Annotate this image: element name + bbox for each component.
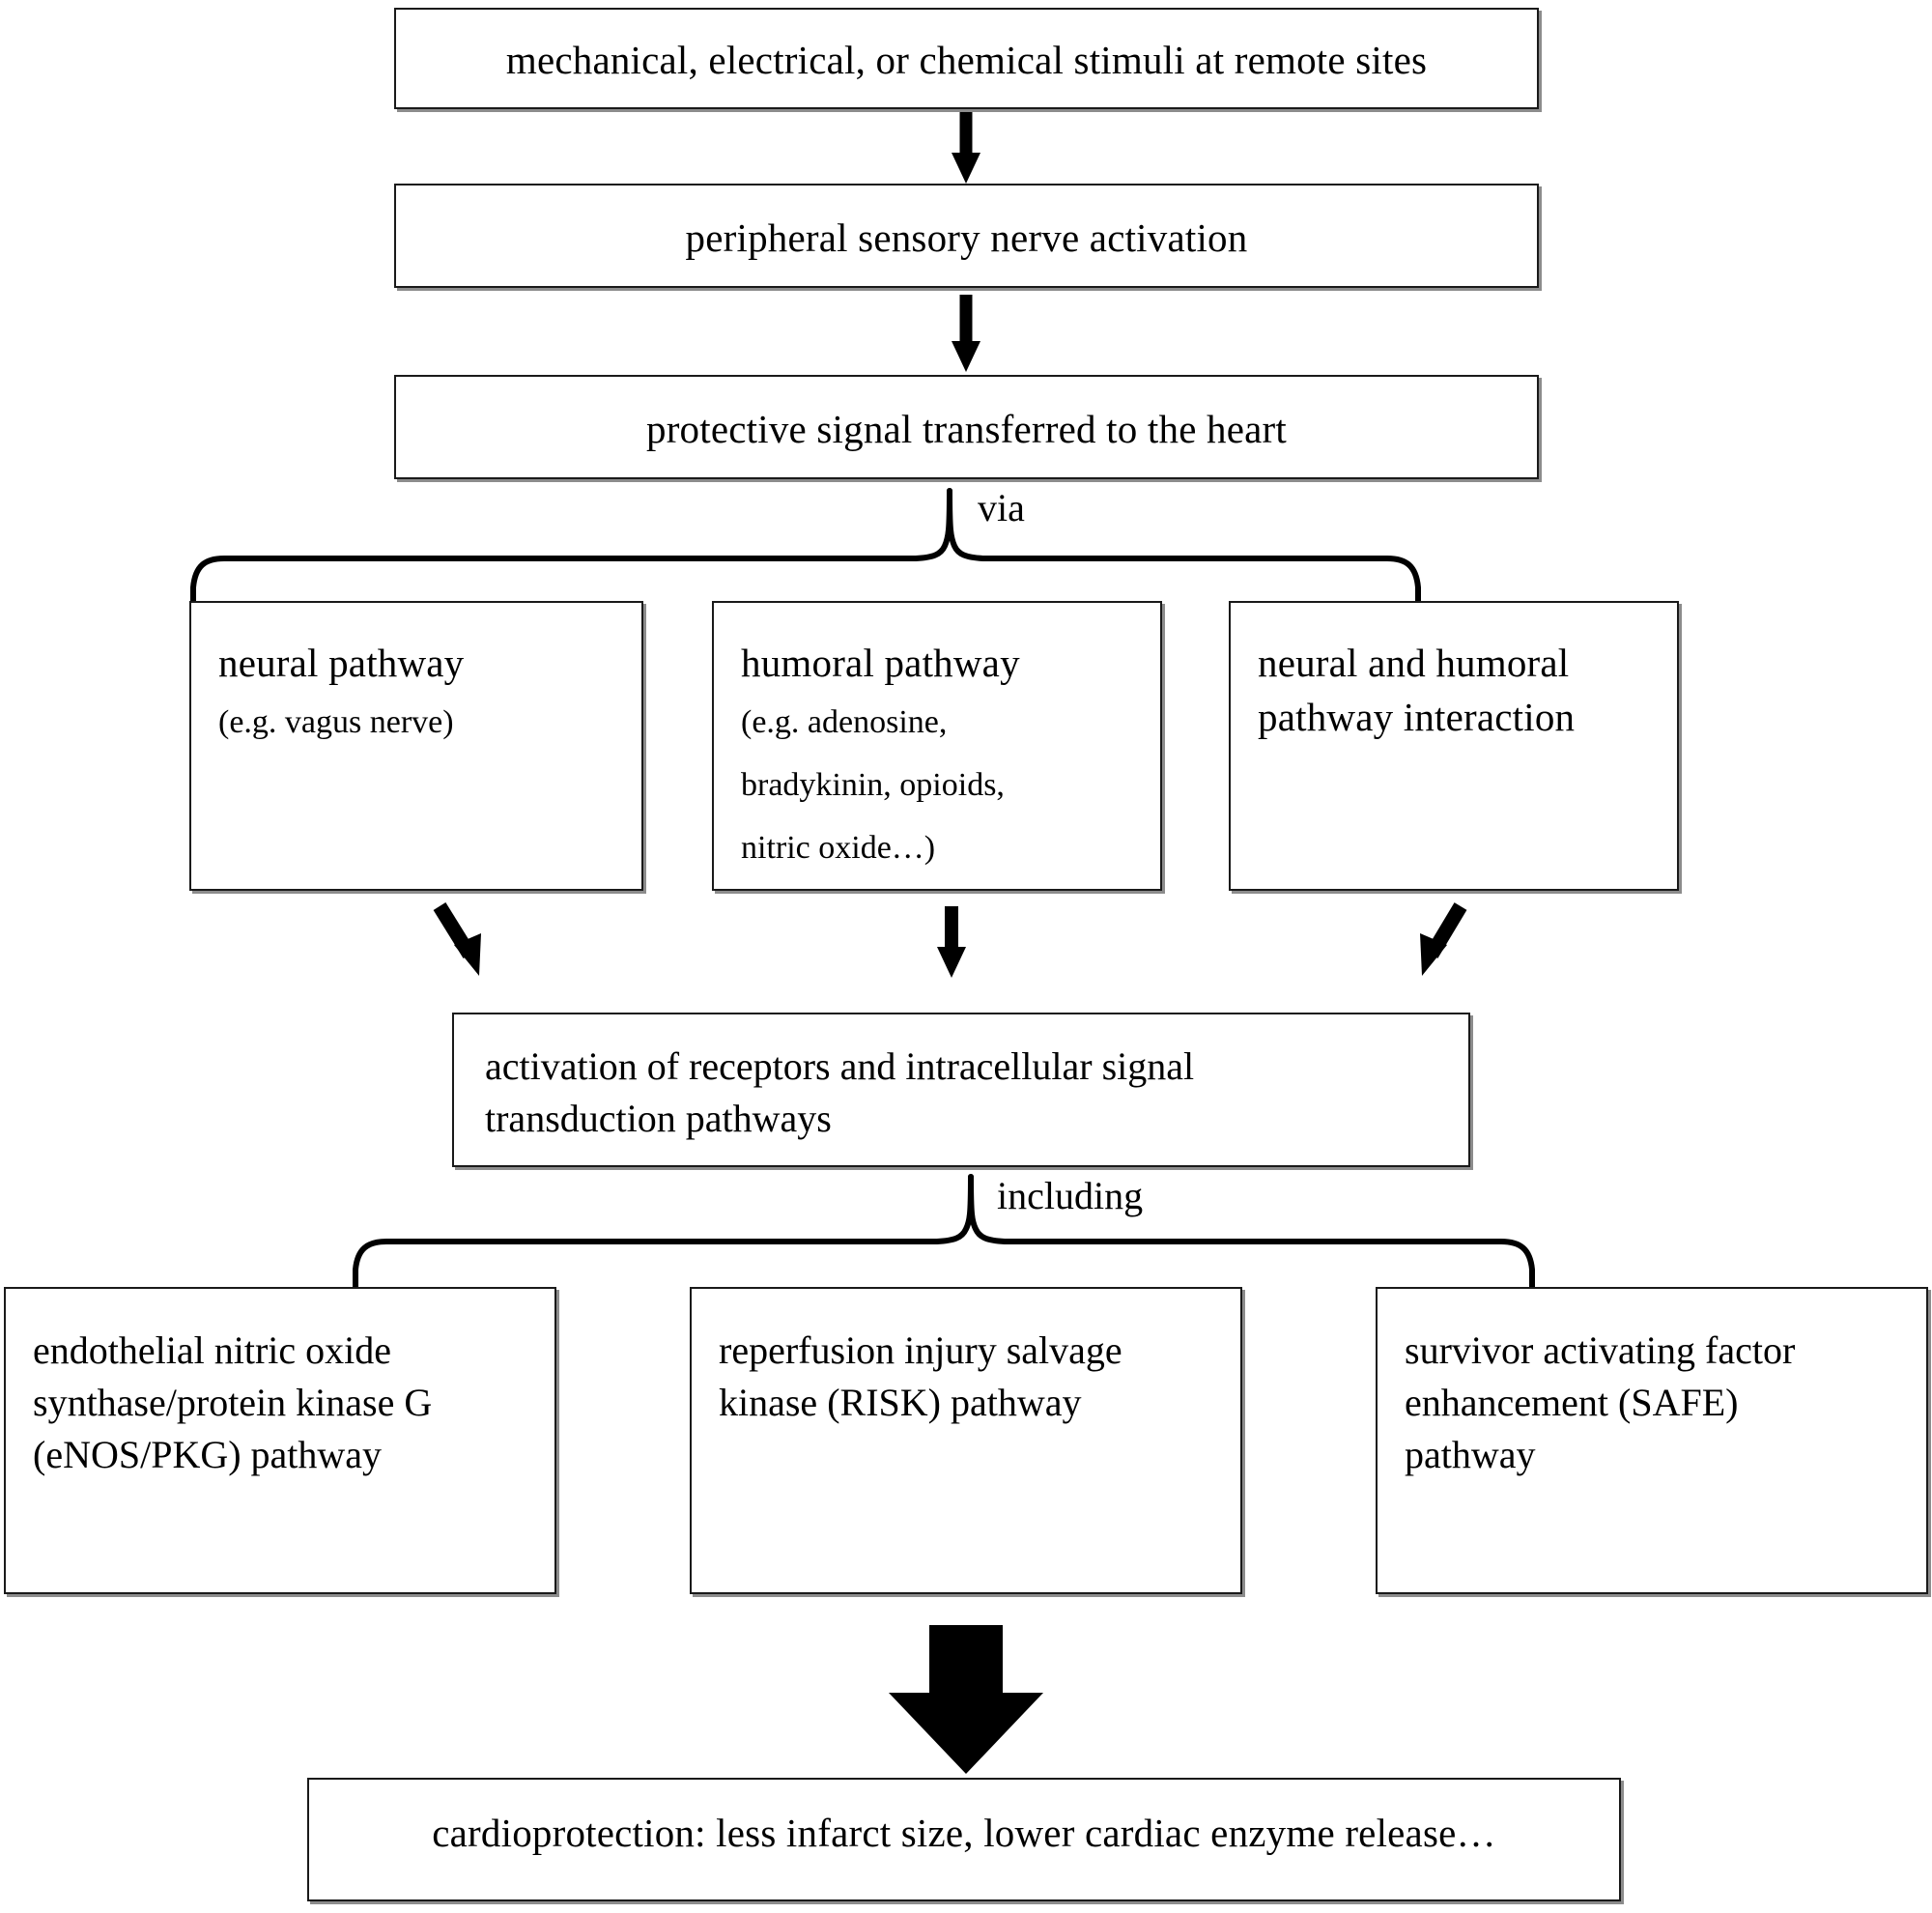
connector-label-via: via — [978, 486, 1025, 529]
node-safe-pathway[interactable]: survivor activating factor enhancement (… — [1376, 1287, 1928, 1594]
node-enos-pathway-line1: endothelial nitric oxide — [33, 1328, 391, 1372]
arrow-interaction-to-activation — [1420, 902, 1467, 976]
node-outcome-text: cardioprotection: less infarct size, low… — [432, 1811, 1496, 1855]
arrow-sensory-to-transfer — [952, 295, 980, 372]
node-neural-pathway-title: neural pathway — [218, 641, 465, 685]
brace-via — [190, 488, 1421, 617]
node-neural-pathway[interactable]: neural pathway (e.g. vagus nerve) — [189, 601, 643, 891]
node-outcome[interactable]: cardioprotection: less infarct size, low… — [307, 1778, 1621, 1901]
arrow-stimuli-to-sensory — [952, 106, 980, 184]
node-humoral-pathway-detail-line1: (e.g. adenosine, — [741, 704, 948, 740]
node-enos-pathway-line3: (eNOS/PKG) pathway — [33, 1433, 383, 1476]
arrow-neural-to-activation — [433, 902, 481, 976]
block-arrow-to-outcome — [889, 1625, 1043, 1774]
connector-label-including: including — [997, 1174, 1144, 1217]
node-sensory-text: peripheral sensory nerve activation — [685, 215, 1248, 260]
node-safe-pathway-line3: pathway — [1405, 1433, 1536, 1476]
arrow-humoral-to-activation — [937, 906, 966, 978]
brace-including — [353, 1174, 1535, 1299]
node-risk-pathway-line1: reperfusion injury salvage — [719, 1328, 1122, 1372]
node-interaction-pathway-line2: pathway interaction — [1258, 695, 1576, 739]
node-activation[interactable]: activation of receptors and intracellula… — [452, 1013, 1470, 1167]
node-activation-line2: transduction pathways — [485, 1097, 832, 1140]
node-activation-line1: activation of receptors and intracellula… — [485, 1044, 1195, 1088]
node-humoral-pathway[interactable]: humoral pathway (e.g. adenosine, bradyki… — [712, 601, 1162, 891]
node-transfer[interactable]: protective signal transferred to the hea… — [394, 375, 1539, 479]
node-interaction-pathway-line1: neural and humoral — [1258, 641, 1570, 685]
node-safe-pathway-line1: survivor activating factor — [1405, 1328, 1796, 1372]
node-stimuli-text: mechanical, electrical, or chemical stim… — [505, 38, 1428, 82]
node-humoral-pathway-detail-line2: bradykinin, opioids, — [741, 767, 1005, 803]
node-sensory[interactable]: peripheral sensory nerve activation — [394, 184, 1539, 288]
node-neural-pathway-detail: (e.g. vagus nerve) — [218, 704, 454, 740]
node-enos-pathway[interactable]: endothelial nitric oxide synthase/protei… — [4, 1287, 556, 1594]
node-humoral-pathway-title: humoral pathway — [741, 641, 1020, 685]
node-interaction-pathway[interactable]: neural and humoral pathway interaction — [1229, 601, 1679, 891]
node-transfer-text: protective signal transferred to the hea… — [646, 407, 1287, 451]
node-risk-pathway[interactable]: reperfusion injury salvage kinase (RISK)… — [690, 1287, 1242, 1594]
node-safe-pathway-line2: enhancement (SAFE) — [1405, 1381, 1739, 1424]
node-stimuli[interactable]: mechanical, electrical, or chemical stim… — [394, 8, 1539, 109]
node-humoral-pathway-detail-line3: nitric oxide…) — [741, 830, 936, 866]
node-enos-pathway-line2: synthase/protein kinase G — [33, 1381, 433, 1424]
node-risk-pathway-line2: kinase (RISK) pathway — [719, 1381, 1082, 1424]
